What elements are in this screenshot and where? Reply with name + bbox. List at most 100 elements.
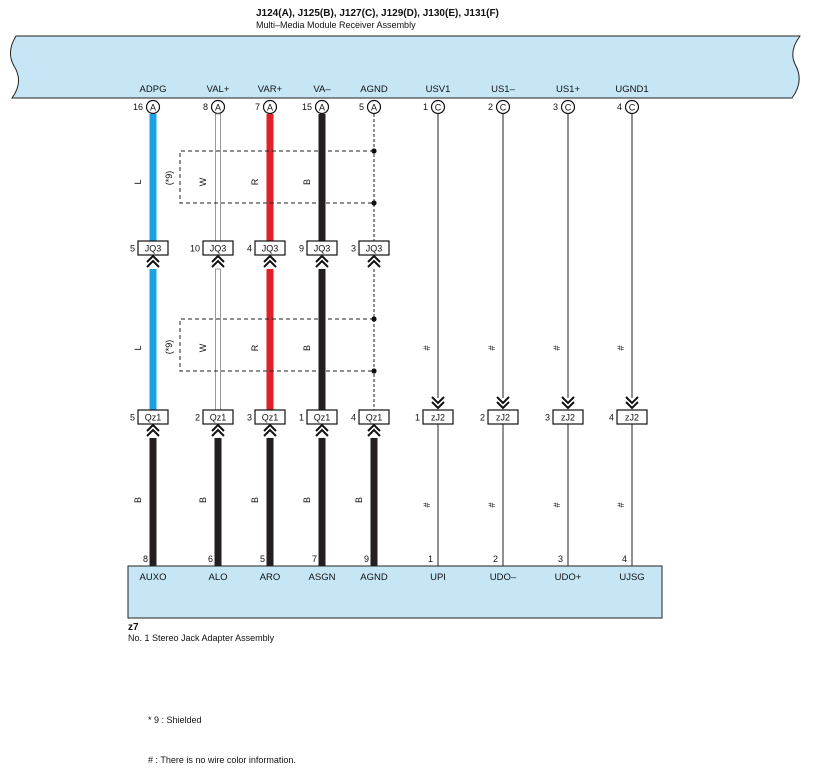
top-conn-letter: A	[267, 103, 273, 113]
qz1-chevron-stroke	[367, 428, 381, 437]
wire-top-pin: 1	[423, 102, 428, 112]
jq3-pin: 5	[130, 244, 135, 254]
wire-top-name: ADPG	[140, 84, 167, 95]
top-conn-circle	[430, 99, 446, 115]
shield-outline	[179, 318, 374, 372]
jq3-chevron-stroke	[367, 254, 381, 263]
mid-conn-pin: 3	[545, 413, 550, 423]
zj2-chevron-stroke	[431, 396, 445, 405]
top-conn-circle	[560, 99, 576, 115]
jq3-chevron-stroke	[146, 254, 160, 263]
mid-conn-label: Qz1	[145, 413, 162, 423]
wire-bottom-name: ASGN	[309, 572, 336, 583]
wire-bottom-pin: 4	[622, 554, 627, 564]
jq3-chevron-stroke	[367, 259, 381, 268]
mid-conn-pin: 3	[247, 413, 252, 423]
wire-bottom-pin: 8	[143, 554, 148, 564]
wire-bottom-name: ALO	[208, 572, 227, 583]
jq3-chevron-stroke	[211, 254, 225, 263]
top-conn-circle	[366, 99, 382, 115]
wire-color-label-lower: B	[198, 497, 208, 503]
wire-bottom-name: UDO+	[555, 572, 582, 583]
top-conn-circle	[624, 99, 640, 115]
header-connector-ids: J124(A), J125(B), J127(C), J129(D), J130…	[256, 8, 499, 19]
qz1-chevron	[263, 423, 277, 437]
wire-color-label-mid: #	[552, 345, 562, 350]
wire-color-label-lower: #	[422, 502, 432, 507]
wire-color-label-mid: W	[198, 343, 208, 352]
shield-ground-dot-bottom	[371, 200, 377, 206]
wire-mid-seg	[215, 268, 221, 411]
jq3-conn-label: JQ3	[210, 244, 227, 254]
stereo-jack-box	[127, 565, 663, 619]
qz1-chevron-stroke	[263, 428, 277, 437]
wire-color-label-lower: #	[616, 502, 626, 507]
top-conn-letter: C	[629, 103, 636, 113]
note-no-color: # : There is no wire color information.	[148, 755, 296, 765]
jq3-pin: 9	[299, 244, 304, 254]
jq3-pin: 3	[351, 244, 356, 254]
wire-bottom-name: UJSG	[619, 572, 644, 583]
zj2-chevron-stroke	[625, 396, 639, 405]
jq3-chevron-stroke	[315, 259, 329, 268]
wire-color-label-mid: B	[302, 345, 312, 351]
mid-conn-label: zJ2	[561, 413, 575, 423]
wire-color-label-mid: R	[250, 344, 260, 351]
qz1-chevron-stroke	[263, 423, 277, 432]
jq3-chevron-stroke	[263, 259, 277, 268]
top-conn-letter: A	[371, 103, 377, 113]
wire-bottom-pin: 5	[260, 554, 265, 564]
wire-top-name: AGND	[360, 84, 388, 95]
shield-ground-dot-top	[371, 148, 377, 154]
qz1-chevron-stroke	[315, 428, 329, 437]
wire-top-pin: 15	[302, 102, 312, 112]
mid-conn-label: Qz1	[314, 413, 331, 423]
qz1-chevron	[315, 423, 329, 437]
wire-bottom-pin: 9	[364, 554, 369, 564]
jq3-chevron	[263, 254, 277, 268]
qz1-chevron-stroke	[315, 423, 329, 432]
wire-top-pin: 16	[133, 102, 143, 112]
zj2-chevron-stroke	[496, 401, 510, 410]
mid-conn-pin: 2	[480, 413, 485, 423]
jq3-conn-label: JQ3	[262, 244, 279, 254]
wire-color-label-lower: B	[133, 497, 143, 503]
wire-color-label-upper: B	[302, 179, 312, 185]
receiver-assembly-box	[10, 35, 801, 99]
mid-conn-label: Qz1	[210, 413, 227, 423]
mid-conn-label: zJ2	[431, 413, 445, 423]
jq3-chevron	[367, 254, 381, 268]
jq3-chevron-stroke	[211, 259, 225, 268]
mid-conn-label: zJ2	[625, 413, 639, 423]
zj2-chevron-stroke	[431, 401, 445, 410]
mid-conn-pin: 4	[609, 413, 614, 423]
top-conn-circle	[145, 99, 161, 115]
zj2-chevron	[625, 396, 639, 410]
wire-color-label-mid: L	[133, 345, 143, 350]
top-conn-letter: C	[500, 103, 507, 113]
wire-bottom-pin: 3	[558, 554, 563, 564]
wire-bottom-pin: 6	[208, 554, 213, 564]
wire-color-label-upper: L	[133, 179, 143, 184]
wire-top-pin: 5	[359, 102, 364, 112]
zj2-chevron-stroke	[561, 401, 575, 410]
wire-color-label-lower: B	[354, 497, 364, 503]
wire-color-label-lower: #	[552, 502, 562, 507]
header-assembly-name: Multi–Media Module Receiver Assembly	[256, 20, 416, 30]
mid-conn-pin: 1	[415, 413, 420, 423]
jq3-pin: 4	[247, 244, 252, 254]
qz1-chevron-stroke	[367, 423, 381, 432]
jq3-chevron	[315, 254, 329, 268]
wire-bottom-pin: 2	[493, 554, 498, 564]
top-conn-letter: C	[435, 103, 442, 113]
jq3-conn-label: JQ3	[145, 244, 162, 254]
jq3-chevron	[146, 254, 160, 268]
wire-color-label-mid: #	[487, 345, 497, 350]
top-conn-letter: A	[215, 103, 221, 113]
wire-upper-seg	[215, 113, 221, 242]
shield-mark-label: (*9)	[164, 340, 174, 355]
qz1-chevron	[367, 423, 381, 437]
shield-mark-label: (*9)	[164, 171, 174, 186]
footer-component-name: No. 1 Stereo Jack Adapter Assembly	[128, 633, 275, 643]
qz1-chevron-stroke	[211, 428, 225, 437]
